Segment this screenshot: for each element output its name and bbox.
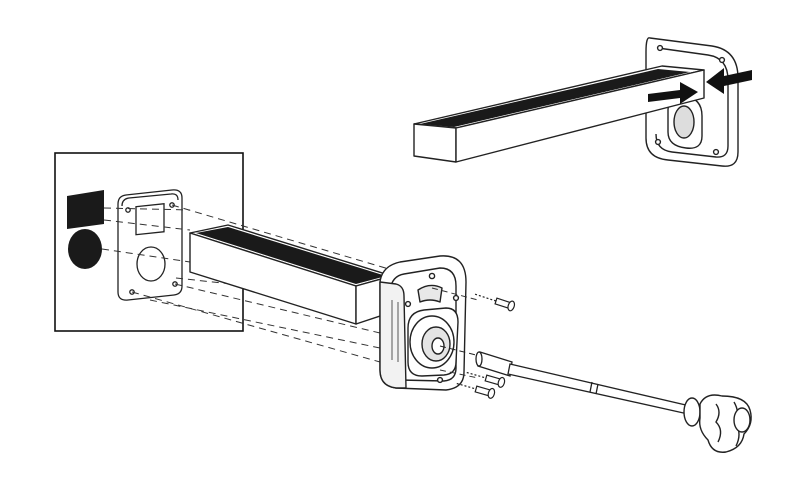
detail-screw-top-left (658, 46, 663, 51)
bracket-top-slot (418, 285, 442, 302)
bracket-screw-hole-left (406, 302, 411, 307)
detail-tube-front (414, 124, 456, 162)
rod-sleeve (478, 352, 512, 376)
tension-rod (440, 346, 690, 414)
rod-sleeve-end (476, 352, 482, 366)
wall-base-bracket (380, 256, 466, 390)
assembled-arm-detail (414, 38, 752, 166)
bracket-screw-hole-top (429, 273, 434, 278)
detail-screw-bottom-right (714, 150, 719, 155)
detail-screw-bottom-left (656, 140, 661, 145)
knob-face (734, 408, 750, 432)
bracket-screw-hole-right (454, 296, 459, 301)
bracket-screw-hole-bottom (438, 378, 443, 383)
round-adhesive-pad (68, 229, 102, 269)
screw-icon (474, 289, 516, 311)
knob-collar (684, 398, 700, 426)
tension-knob (684, 395, 751, 452)
square-adhesive-pad (67, 190, 104, 229)
detail-bracket-hole (674, 106, 694, 138)
bracket-socket-core (432, 338, 444, 354)
detail-screw-top-right (720, 58, 725, 63)
bracket-side (380, 282, 406, 388)
plate-round-hole (137, 247, 165, 281)
rod-shaft (508, 364, 690, 414)
mounting-plate (118, 190, 182, 300)
